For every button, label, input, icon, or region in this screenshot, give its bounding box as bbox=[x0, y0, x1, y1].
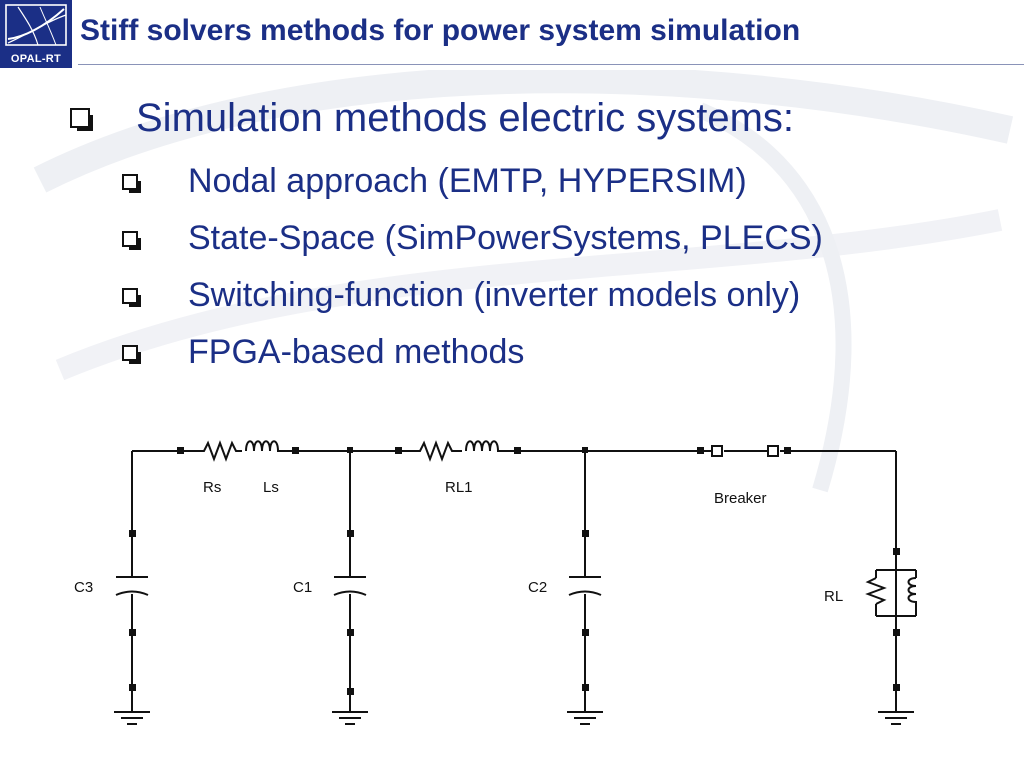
slide-title: Stiff solvers methods for power system s… bbox=[80, 14, 801, 47]
label-rl: RL bbox=[824, 588, 843, 605]
connection-nodes bbox=[129, 447, 900, 695]
c1-capacitor-symbol bbox=[333, 576, 367, 596]
ls-inductor-symbol bbox=[245, 440, 288, 452]
background-swoosh bbox=[33, 70, 1014, 493]
square-bullet-icon bbox=[70, 108, 93, 131]
rs-resistor-symbol bbox=[198, 440, 242, 462]
bullet-sub-item: Nodal approach (EMTP, HYPERSIM) bbox=[188, 162, 747, 200]
label-c3: C3 bbox=[74, 579, 93, 596]
square-bullet-icon bbox=[122, 345, 141, 364]
label-c2: C2 bbox=[528, 579, 547, 596]
label-breaker: Breaker bbox=[714, 490, 767, 507]
label-rs: Rs bbox=[203, 479, 221, 496]
c3-capacitor-symbol bbox=[115, 576, 149, 596]
bullet-sub-item: State-Space (SimPowerSystems, PLECS) bbox=[188, 219, 823, 257]
bullet-sub-item: Switching-function (inverter models only… bbox=[188, 276, 801, 314]
label-rl1: RL1 bbox=[445, 479, 473, 496]
logo-globe-icon bbox=[5, 4, 67, 46]
logo-text: OPAL-RT bbox=[10, 53, 62, 65]
header-divider bbox=[78, 64, 1024, 65]
square-bullet-icon bbox=[122, 288, 141, 307]
c2-capacitor-symbol bbox=[568, 576, 602, 596]
breaker-symbol bbox=[711, 445, 779, 457]
bullet-sub-item: FPGA-based methods bbox=[188, 333, 525, 371]
label-ls: Ls bbox=[263, 479, 279, 496]
opal-rt-logo: OPAL-RT bbox=[0, 0, 72, 68]
slide-header: OPAL-RT Stiff solvers methods for power … bbox=[0, 0, 1024, 70]
rl-load-symbol bbox=[865, 566, 917, 620]
label-c1: C1 bbox=[293, 579, 312, 596]
ground-symbols bbox=[114, 711, 914, 725]
bullet-main: Simulation methods electric systems: bbox=[136, 96, 795, 140]
square-bullet-icon bbox=[122, 174, 141, 193]
circuit-diagram: Rs Ls RL1 Breaker C3 C1 C2 RL bbox=[74, 440, 917, 725]
square-bullet-icon bbox=[122, 231, 141, 250]
rl1-branch-symbol bbox=[414, 440, 506, 462]
